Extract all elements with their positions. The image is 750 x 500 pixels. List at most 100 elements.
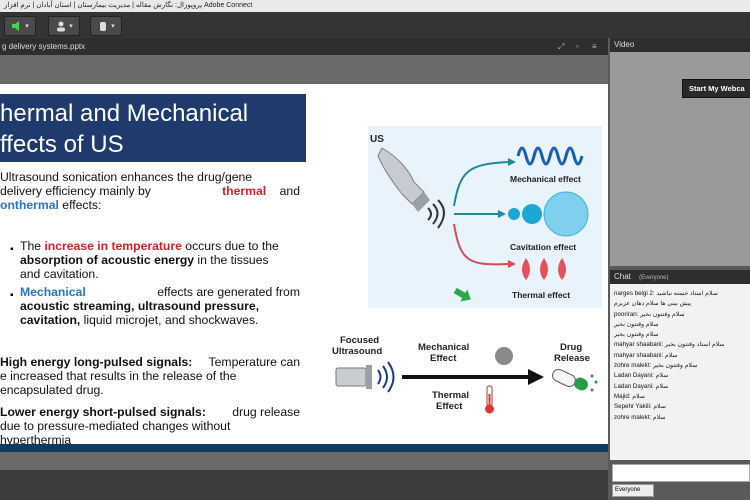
bullet2-rest1: effects are generated from bbox=[157, 285, 300, 299]
small-bubble-icon bbox=[508, 208, 520, 220]
arrow-head-icon bbox=[528, 369, 544, 385]
low-line1: Lower energy short-pulsed signals: drug … bbox=[0, 405, 300, 419]
bullet2-line1: Mechanical effects are generated from bbox=[20, 285, 300, 299]
effects-word: effects: bbox=[58, 198, 102, 212]
ultrasound-label: Ultrasound bbox=[332, 346, 382, 357]
bullet-marker: ▪ bbox=[10, 244, 14, 255]
bullet1-line1: The increase in temperature occurs due t… bbox=[20, 239, 304, 253]
webcam-toolbar-button[interactable]: ▾ bbox=[48, 16, 80, 36]
restore-icon[interactable]: ▫ bbox=[576, 42, 579, 51]
chevron-down-icon: ▾ bbox=[111, 23, 115, 30]
chat-pod-title: Chat bbox=[614, 272, 631, 281]
chat-tab[interactable]: (Everyone) bbox=[639, 275, 669, 281]
low-energy-label: Lower energy short-pulsed signals: bbox=[0, 405, 206, 419]
drug-label: Drug bbox=[560, 342, 582, 353]
low-line2: due to pressure-mediated changes without bbox=[0, 419, 300, 433]
high-line2: e increased that results in the release … bbox=[0, 369, 237, 383]
speaker-button[interactable]: ▾ bbox=[4, 16, 36, 36]
intro-line3: onthermal effects: bbox=[0, 198, 300, 212]
start-webcam-button[interactable]: Start My Webca bbox=[682, 79, 750, 98]
drop-icon bbox=[540, 258, 548, 280]
chevron-down-icon: ▾ bbox=[69, 23, 73, 30]
bullet-marker: ▪ bbox=[10, 290, 14, 301]
low-line3: hyperthermia bbox=[0, 433, 72, 444]
green-arrow-icon bbox=[453, 287, 471, 302]
large-bubble-icon bbox=[543, 191, 589, 237]
mechanical-effect-sub-label: Effect bbox=[430, 353, 457, 364]
cavitation-effect-label: Cavitation effect bbox=[510, 242, 576, 252]
bullet-temperature: The increase in temperature occurs due t… bbox=[20, 239, 304, 281]
thermal-label: Thermal bbox=[432, 390, 469, 401]
and-word: and bbox=[279, 184, 300, 198]
chat-message: Sepehr Yakili: سلام bbox=[614, 403, 667, 411]
chat-message: zohre malekt: سلام bbox=[614, 413, 666, 421]
chat-message: Majid: سلام bbox=[614, 392, 645, 400]
mechanical-effect-label: Mechanical effect bbox=[510, 174, 581, 184]
slide-title-box: hermal and Mechanical ffects of US bbox=[0, 94, 306, 162]
chat-target-select[interactable]: Everyone bbox=[612, 484, 654, 497]
chat-message: pooriran: سلام وقتتون بخیر bbox=[614, 310, 685, 318]
focused-label: Focused bbox=[340, 335, 379, 346]
high-line1: High energy long-pulsed signals: Tempera… bbox=[0, 355, 300, 369]
low-line2-text: due to pressure-mediated changes without bbox=[0, 419, 231, 433]
chat-message: پیش بینی ها سلام دهان عزیزم bbox=[614, 300, 692, 308]
pod-menu-icon[interactable]: ≡ bbox=[592, 42, 597, 51]
share-file-name: g delivery systems.pptx bbox=[2, 42, 86, 51]
drop-icon bbox=[522, 258, 530, 280]
transducer-icon bbox=[335, 361, 395, 393]
high-rest1: Temperature can bbox=[208, 355, 300, 369]
chat-input[interactable] bbox=[612, 464, 750, 482]
fullscreen-icon[interactable]: ⤢ bbox=[558, 42, 565, 51]
ultrasound-probe-icon bbox=[377, 147, 445, 229]
intro-line1: Ultrasound sonication enhances the drug/… bbox=[0, 170, 253, 184]
bullet1-line3: and cavitation. bbox=[20, 267, 99, 281]
slide-title-line1: hermal and Mechanical bbox=[0, 100, 249, 127]
chat-message: سلام وقتتون بخیر bbox=[614, 331, 659, 339]
chat-message: mahyar shaabani: سلام bbox=[614, 351, 678, 359]
thermal-effect-sub-label: Effect bbox=[436, 401, 463, 412]
wave-icon bbox=[516, 146, 584, 166]
slide-title-line2: ffects of US bbox=[0, 131, 124, 158]
chat-message: سلام وقتتون بخیر bbox=[614, 320, 659, 328]
share-pod-header: g delivery systems.pptx ⤢ ▫ ≡ bbox=[0, 38, 608, 55]
arrow-head-icon bbox=[498, 210, 506, 218]
share-pod-footer bbox=[0, 470, 608, 500]
chat-message-list: narges beigi 2: سلام استاد خسته نباشید پ… bbox=[610, 284, 750, 460]
us-label: US bbox=[370, 134, 384, 145]
drug-release-diagram: Focused Ultrasound Mechanical Effect The… bbox=[332, 335, 598, 414]
chat-message: Ladan Dayani: سلام bbox=[614, 382, 669, 390]
chat-message: narges beigi 2: سلام استاد خسته نباشید bbox=[614, 290, 718, 297]
speaker-icon bbox=[12, 21, 20, 31]
presentation-slide: hermal and Mechanical ffects of US Ultra… bbox=[0, 84, 608, 444]
medium-bubble-icon bbox=[522, 204, 542, 224]
arrow-to-thermal bbox=[453, 223, 509, 266]
bullet-mechanical: Mechanical effects are generated from ac… bbox=[20, 285, 300, 327]
cavitation-word: cavitation, bbox=[20, 313, 81, 327]
bullet1-rest1: occurs due to the bbox=[181, 239, 279, 253]
mechanical-label: Mechanical bbox=[418, 342, 469, 353]
video-pod-title: Video bbox=[614, 40, 635, 49]
top-toolbar: ▾ ▾ ▾ bbox=[0, 12, 750, 38]
bullet1-the: The bbox=[20, 239, 45, 253]
high-energy-label: High energy long-pulsed signals: bbox=[0, 355, 193, 369]
high-line3: encapsulated drug. bbox=[0, 383, 104, 397]
sphere-icon bbox=[495, 347, 513, 365]
intro-line2: delivery efficiency mainly by thermal an… bbox=[0, 184, 300, 198]
chat-pod-header: Chat (Everyone) bbox=[610, 270, 750, 284]
release-label: Release bbox=[554, 353, 590, 364]
chat-message: mahyar shaabani: سلام استاد وقتتون بخیر bbox=[614, 341, 725, 349]
raise-hand-button[interactable]: ▾ bbox=[90, 16, 122, 36]
bullet2-line2: acoustic streaming, ultrasound pressure, bbox=[20, 299, 260, 313]
bullet1-rest2: in the tissues bbox=[194, 253, 269, 267]
capsule-icon bbox=[552, 368, 598, 392]
ultrasound-effects-diagram: US Mechanical effect Cavitation effect T… bbox=[368, 126, 602, 308]
thermometer-icon bbox=[485, 385, 494, 414]
high-energy-paragraph: High energy long-pulsed signals: Tempera… bbox=[0, 355, 300, 397]
person-icon bbox=[57, 21, 66, 32]
low-energy-paragraph: Lower energy short-pulsed signals: drug … bbox=[0, 405, 300, 444]
video-pod-header: Video bbox=[610, 38, 750, 52]
bullet1-line2: absorption of acoustic energy in the tis… bbox=[20, 253, 304, 267]
chevron-down-icon: ▾ bbox=[25, 23, 29, 30]
window-title-bar: پروپوزال: نگارش مقاله | مدیریت بیمارستان… bbox=[0, 0, 750, 12]
intro-line2-text: delivery efficiency mainly by bbox=[0, 184, 151, 198]
